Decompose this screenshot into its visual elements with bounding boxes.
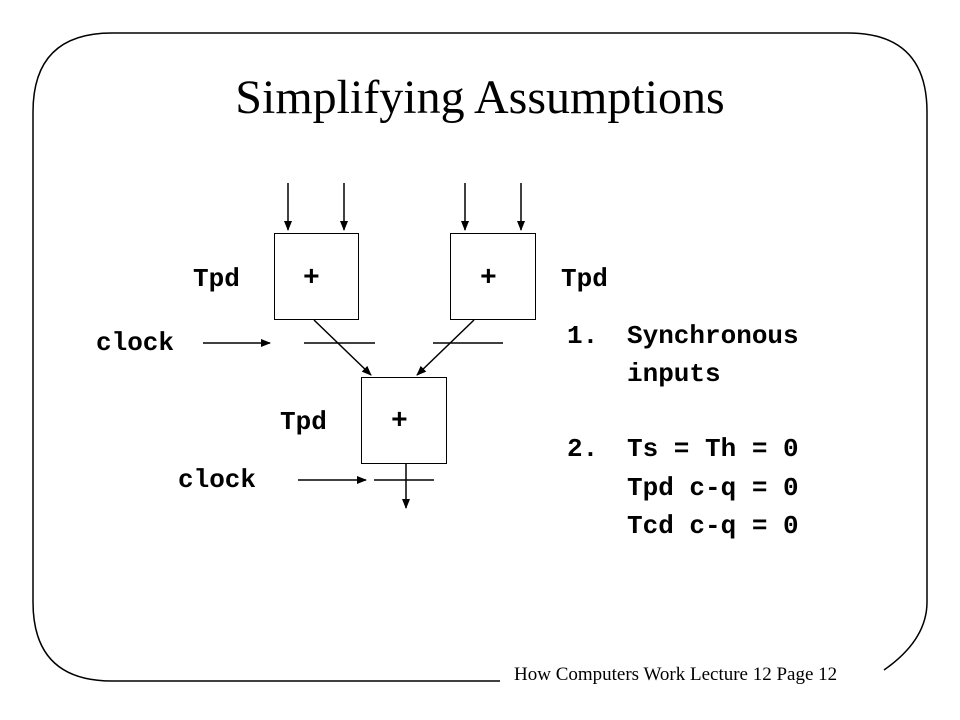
assumption-2-line-2: Tpd c-q = 0	[627, 473, 799, 503]
assumption-2-line-3: Tcd c-q = 0	[627, 511, 799, 541]
tpd-label-bottom: Tpd	[280, 407, 327, 437]
adder-block-left	[274, 233, 359, 320]
tpd-label-left: Tpd	[193, 264, 240, 294]
page-title: Simplifying Assumptions	[235, 71, 725, 124]
clock-label-top: clock	[96, 328, 175, 358]
assumption-2-line-1: Ts = Th = 0	[627, 434, 799, 464]
frame-border	[32, 32, 928, 682]
slide-footer: How Computers Work Lecture 12 Page 12	[514, 664, 838, 685]
tpd-label-right: Tpd	[561, 264, 608, 294]
adder-block-bottom	[361, 377, 447, 464]
adder-symbol-left: +	[303, 263, 320, 294]
adder-symbol-bottom: +	[391, 406, 408, 437]
clock-label-bottom: clock	[178, 465, 257, 495]
assumption-2-number: 2.	[567, 434, 599, 464]
adder-block-right	[450, 233, 536, 320]
assumption-1-number: 1.	[567, 321, 599, 351]
connection-arrow-right	[416, 319, 475, 376]
assumption-1-line-2: inputs	[627, 359, 721, 389]
assumption-1-line-1: Synchronous	[627, 321, 799, 351]
adder-symbol-right: +	[480, 263, 497, 294]
connection-arrow-left	[313, 319, 372, 376]
